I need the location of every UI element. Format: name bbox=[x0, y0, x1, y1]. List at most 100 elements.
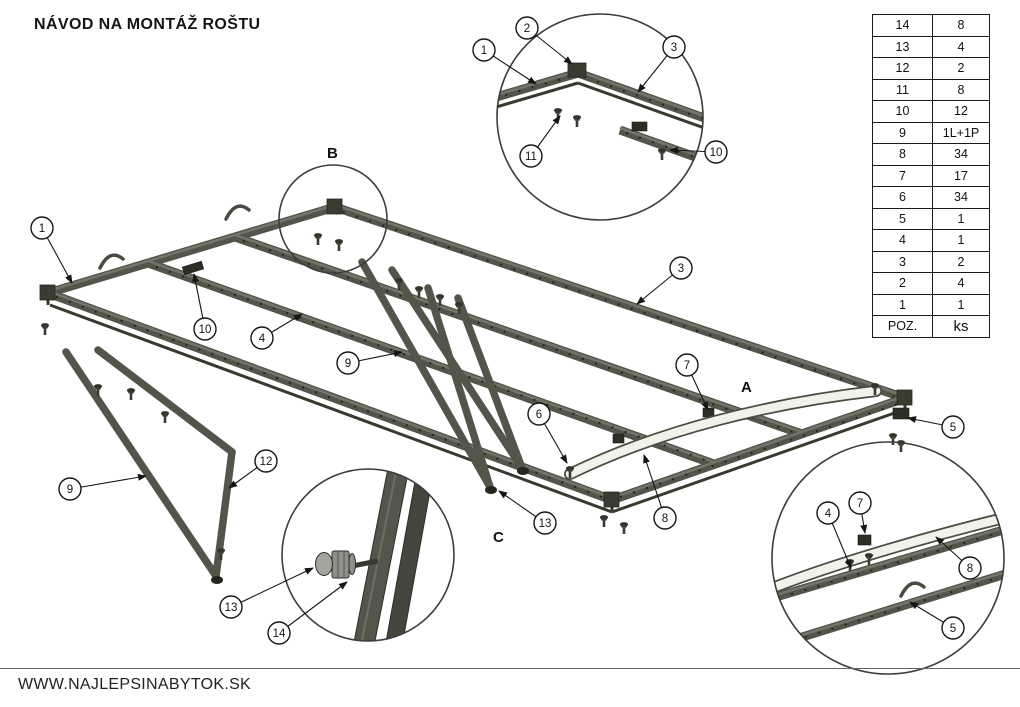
table-cell: 34 bbox=[932, 186, 990, 209]
detail-a-content bbox=[772, 511, 1004, 647]
callout-2: 2 bbox=[515, 16, 573, 65]
balloon-circle bbox=[254, 449, 278, 473]
balloon-circle bbox=[519, 144, 543, 168]
table-cell: 1 bbox=[872, 293, 933, 316]
balloon-number: 5 bbox=[950, 623, 956, 635]
table-cell: 7 bbox=[872, 164, 933, 187]
frame-depth-edge bbox=[49, 303, 613, 514]
rail-holes bbox=[342, 211, 899, 399]
detail-bolt-content bbox=[315, 469, 433, 641]
table-cell: 3 bbox=[872, 250, 933, 273]
leg-strut bbox=[94, 346, 236, 456]
detail-view-a bbox=[771, 441, 1005, 675]
callout-9: 9 bbox=[336, 350, 403, 375]
table-cell: 4 bbox=[932, 272, 990, 295]
corner-block bbox=[326, 198, 343, 215]
table-cell: 17 bbox=[932, 164, 990, 187]
screw-icon bbox=[572, 115, 582, 127]
table-cell: 6 bbox=[872, 186, 933, 209]
detail-rail bbox=[576, 68, 703, 125]
hex-nut bbox=[331, 550, 350, 579]
table-cell: 8 bbox=[932, 78, 990, 101]
balloon-number: 12 bbox=[260, 456, 273, 468]
leg-strut bbox=[388, 266, 526, 472]
balloon-number: 7 bbox=[684, 360, 690, 372]
detail-rail bbox=[772, 523, 1004, 603]
callout-13: 13 bbox=[219, 567, 314, 619]
balloon-circle bbox=[662, 35, 686, 59]
callout-7: 7 bbox=[848, 491, 872, 534]
leader-line bbox=[69, 473, 147, 490]
leg-strut bbox=[454, 294, 526, 472]
balloon-number: 9 bbox=[345, 358, 351, 370]
balloon-circle bbox=[704, 140, 728, 164]
middle-leg-assembly bbox=[358, 258, 529, 494]
callout-1: 1 bbox=[30, 216, 73, 284]
inner-rail-1 bbox=[233, 232, 804, 439]
balloon-circle bbox=[669, 256, 693, 280]
table-cell: 34 bbox=[932, 143, 990, 166]
balloon-number: 6 bbox=[536, 409, 542, 421]
leg-foot bbox=[485, 486, 497, 494]
callout-8: 8 bbox=[643, 454, 677, 530]
table-cell: 1 bbox=[932, 229, 990, 252]
strap-bracket bbox=[181, 260, 205, 276]
table-cell: 1 bbox=[932, 293, 990, 316]
detail-side-rail bbox=[784, 567, 1004, 647]
table-cell: 4 bbox=[932, 35, 990, 58]
poz-header-cell: POZ. bbox=[872, 315, 933, 338]
section-label-B: B bbox=[327, 145, 338, 162]
table-cell: 1L+1P bbox=[932, 121, 990, 144]
detail-circle-b bbox=[278, 164, 388, 274]
callout-7: 7 bbox=[675, 353, 709, 411]
corner-block bbox=[39, 284, 56, 301]
table-cell: 8 bbox=[872, 143, 933, 166]
table-cell: 12 bbox=[872, 57, 933, 80]
rail-highlight bbox=[47, 203, 336, 293]
callout-5: 5 bbox=[907, 415, 965, 439]
balloon-number: 2 bbox=[524, 23, 530, 35]
balloon-circle bbox=[219, 595, 243, 619]
footer-divider bbox=[0, 668, 1020, 669]
leader-line bbox=[230, 567, 314, 608]
balloon-number: 10 bbox=[710, 147, 723, 159]
slat-clip bbox=[857, 534, 872, 546]
balloon-number: 4 bbox=[825, 508, 832, 520]
callout-4: 4 bbox=[816, 501, 852, 569]
balloon-number: 8 bbox=[662, 513, 668, 525]
balloon-circle bbox=[653, 506, 677, 530]
balloon-number: 14 bbox=[273, 628, 286, 640]
balloon-number: 13 bbox=[539, 518, 552, 530]
dome-cap bbox=[315, 552, 333, 576]
table-footer-row: POZ. ks bbox=[872, 315, 990, 338]
detail-circle-a bbox=[771, 441, 1005, 675]
washer bbox=[348, 553, 356, 575]
balloon-number: 1 bbox=[481, 45, 487, 57]
balloon-circle bbox=[816, 501, 840, 525]
callout-3: 3 bbox=[636, 256, 693, 305]
screw-icon bbox=[334, 239, 344, 251]
rail-highlight bbox=[234, 233, 803, 434]
balloon-circle bbox=[958, 556, 982, 580]
table-cell: 13 bbox=[872, 35, 933, 58]
balloon-circle bbox=[533, 511, 557, 535]
rail-holes bbox=[155, 266, 709, 462]
leg-strut bbox=[212, 448, 236, 580]
bolt-shaft bbox=[351, 558, 379, 569]
page-title: NÁVOD NA MONTÁŽ ROŠTU bbox=[34, 16, 261, 33]
balloon-number: 10 bbox=[199, 324, 212, 336]
handle-icon bbox=[224, 204, 251, 221]
